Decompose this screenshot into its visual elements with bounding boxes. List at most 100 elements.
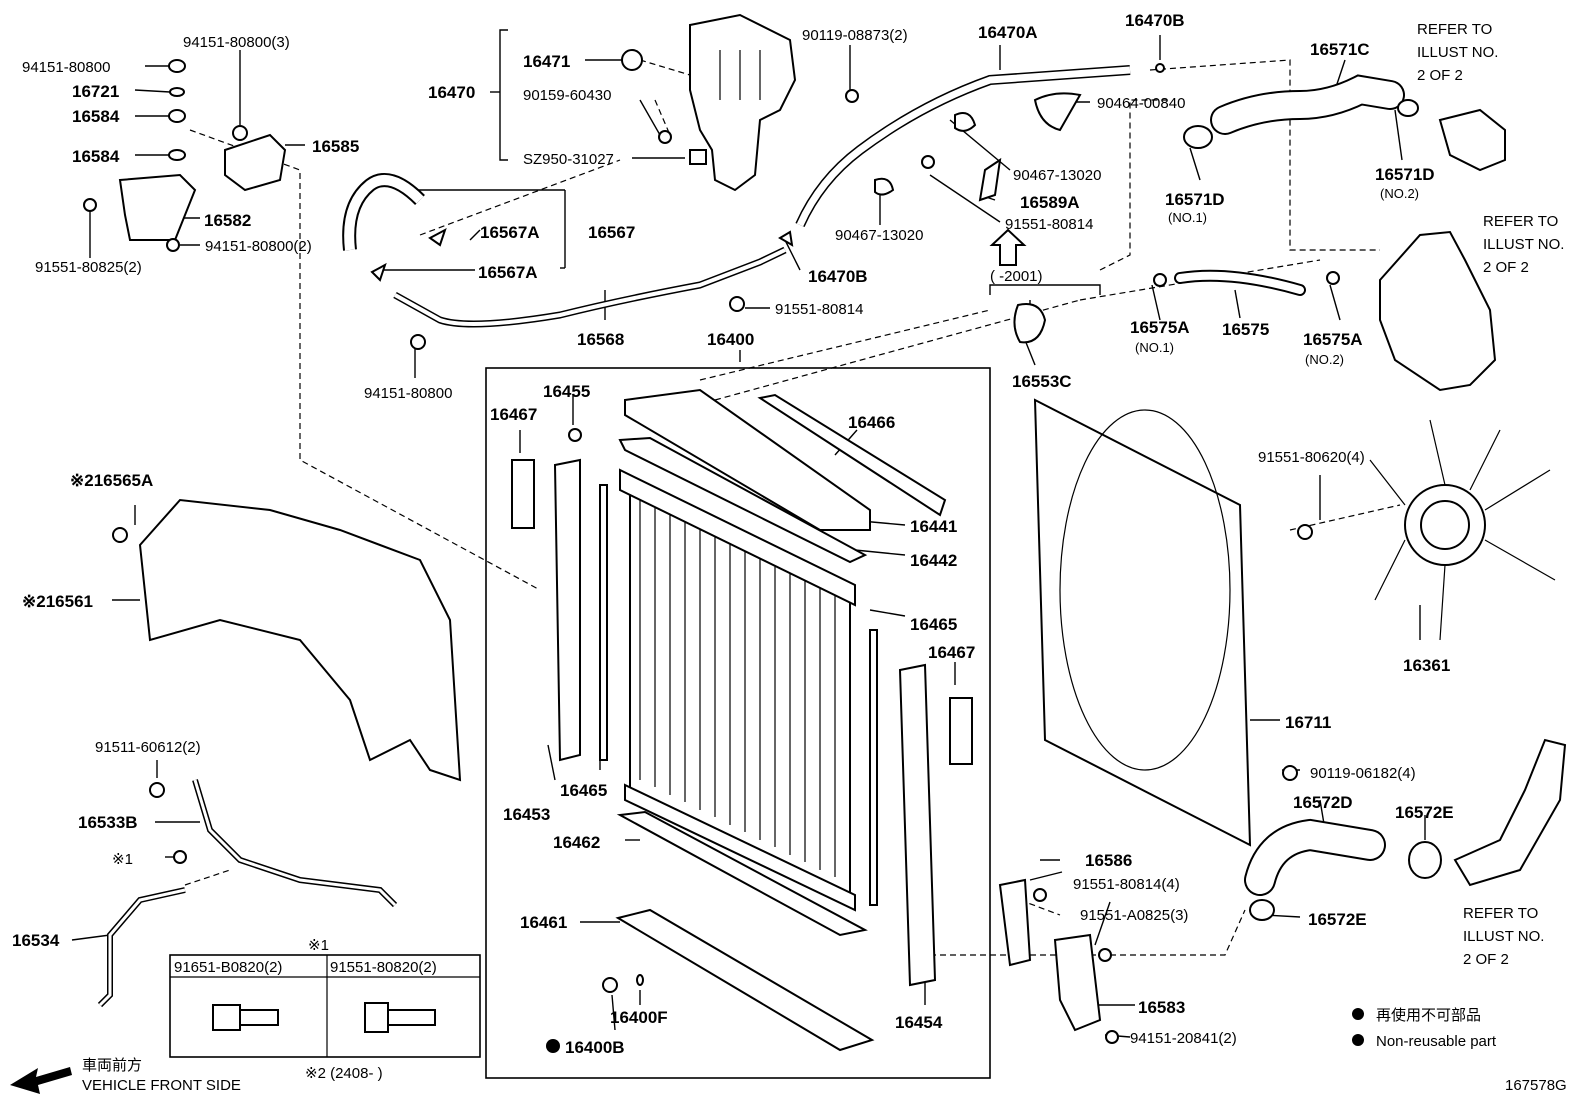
label-91511-60612-2: 91511-60612(2) bbox=[95, 739, 201, 756]
label-16711: 16711 bbox=[1285, 713, 1331, 732]
label-16565A: ※216565A bbox=[70, 471, 153, 490]
bracket-16586 bbox=[998, 878, 1032, 967]
label-mark1-table: ※1 bbox=[308, 937, 329, 954]
label-16584-b: 16584 bbox=[72, 147, 120, 166]
label-16465-a: 16465 bbox=[910, 615, 957, 634]
fan-16361 bbox=[1369, 419, 1556, 641]
refer-note-c: REFER TO ILLUST NO. 2 OF 2 bbox=[1463, 905, 1544, 968]
pipe-16568 bbox=[393, 246, 787, 328]
label-16575A-no1: 16575A bbox=[1130, 318, 1190, 337]
clip-16567A-b bbox=[370, 262, 387, 282]
label-16467-b: 16467 bbox=[928, 643, 975, 662]
label-90159-60430: 90159-60430 bbox=[523, 87, 611, 104]
nut-94151-80800-b bbox=[410, 334, 426, 350]
water-pump-housing bbox=[1379, 230, 1497, 392]
flange-bolt-icon bbox=[212, 1004, 279, 1031]
clamp-16572E-b bbox=[1249, 899, 1275, 921]
bracket-16533B bbox=[192, 779, 398, 908]
radiator-core-16400 bbox=[619, 468, 856, 912]
label-91551-80814-b: 91551-80814 bbox=[775, 301, 863, 318]
label-16561: ※216561 bbox=[22, 592, 93, 611]
refer-c-line3: 2 OF 2 bbox=[1463, 951, 1509, 968]
label-16589A: 16589A bbox=[1020, 193, 1080, 212]
nut-94151-80800 bbox=[166, 238, 180, 252]
label-16585: 16585 bbox=[312, 137, 359, 156]
diagram-id: 167578G bbox=[1505, 1077, 1567, 1094]
label-16470A: 16470A bbox=[978, 23, 1038, 42]
bolt-91551-80825 bbox=[83, 198, 97, 212]
gasket-16442 bbox=[618, 436, 868, 564]
label-16575: 16575 bbox=[1222, 320, 1269, 339]
refer-a-line1: REFER TO bbox=[1417, 21, 1492, 38]
refer-b-line3: 2 OF 2 bbox=[1483, 259, 1529, 276]
legend-jp: 再使用不可部品 bbox=[1376, 1007, 1481, 1024]
bracket-16582 bbox=[118, 173, 197, 241]
refer-b-line1: REFER TO bbox=[1483, 213, 1558, 230]
label-16572E-b: 16572E bbox=[1308, 910, 1367, 929]
label-94151-80800-2: 94151-80800(2) bbox=[205, 238, 312, 255]
bolt-90119-06182 bbox=[1282, 765, 1298, 781]
bracket-16534 bbox=[97, 887, 186, 1008]
oring-16400F bbox=[636, 974, 644, 986]
label-90119-08873-2: 90119-08873(2) bbox=[802, 27, 908, 44]
clamp-90467-13020-b bbox=[874, 177, 895, 196]
clamp-16575A-no2 bbox=[1326, 271, 1340, 285]
label-16453: 16453 bbox=[503, 805, 550, 824]
clamp-16470B-top bbox=[1155, 63, 1165, 73]
bolt-91551-80620 bbox=[1297, 524, 1313, 540]
label-16400B: 16400B bbox=[565, 1038, 625, 1057]
label-16575A-no1-sub: (NO.1) bbox=[1135, 340, 1174, 355]
shroud-opening bbox=[1059, 409, 1231, 771]
clamp-16572E-a bbox=[1408, 841, 1442, 879]
refer-c-line1: REFER TO bbox=[1463, 905, 1538, 922]
non-reusable-bullet bbox=[546, 1039, 560, 1053]
label-16582: 16582 bbox=[204, 211, 251, 230]
clamp-16553C bbox=[1013, 303, 1047, 344]
label-mark2-note: ※2 (2408- ) bbox=[305, 1065, 383, 1082]
label-16462: 16462 bbox=[553, 833, 600, 852]
refer-a-line3: 2 OF 2 bbox=[1417, 67, 1463, 84]
label-16571D-no1: 16571D bbox=[1165, 190, 1225, 209]
seal-16465-b bbox=[869, 629, 878, 906]
label-16455: 16455 bbox=[543, 382, 590, 401]
label-16568: 16568 bbox=[577, 330, 624, 349]
nut-94151-20841 bbox=[1105, 1030, 1119, 1044]
label-16470B-top: 16470B bbox=[1125, 11, 1185, 30]
label-16567A-b: 16567A bbox=[478, 263, 538, 282]
clip-SZ950-31027 bbox=[689, 149, 707, 165]
label-16575A-no2: 16575A bbox=[1303, 330, 1363, 349]
label-16571D-no2-sub: (NO.2) bbox=[1380, 186, 1419, 201]
water-outlet bbox=[1438, 108, 1506, 172]
radiator-assembly-box bbox=[485, 367, 991, 1079]
label-16567: 16567 bbox=[588, 223, 635, 242]
fan-shroud-16711 bbox=[1033, 398, 1252, 847]
gasket-16462 bbox=[616, 810, 868, 937]
label-16572E-a: 16572E bbox=[1395, 803, 1454, 822]
label-16584-a: 16584 bbox=[72, 107, 120, 126]
refer-note-b: REFER TO ILLUST NO. 2 OF 2 bbox=[1483, 213, 1564, 276]
label-91551-80814-a: 91551-80814 bbox=[1005, 216, 1093, 233]
clip-16567A-a bbox=[428, 227, 447, 247]
label-16470: 16470 bbox=[428, 83, 475, 102]
front-arrow-icon bbox=[10, 1067, 72, 1094]
label-16553C: 16553C bbox=[1012, 372, 1072, 391]
table-col1: 91651-B0820(2) bbox=[174, 959, 282, 976]
label-16571D-no1-sub: (NO.1) bbox=[1168, 210, 1207, 225]
clamp-16575A-no1 bbox=[1153, 273, 1167, 287]
fastener-table bbox=[169, 954, 481, 1058]
label-2001: ( -2001) bbox=[990, 268, 1043, 285]
label-90119-06182-4: 90119-06182(4) bbox=[1310, 765, 1416, 782]
bolt-91551-80814-4 bbox=[1033, 888, 1047, 902]
label-94151-80800-b: 94151-80800 bbox=[364, 385, 452, 402]
reservoir-tank-16470 bbox=[689, 13, 797, 192]
label-16534: 16534 bbox=[12, 931, 60, 950]
part-labels: 94151-80800(3) 94151-80800 16721 16584 1… bbox=[12, 11, 1454, 1082]
label-16441: 16441 bbox=[910, 517, 957, 536]
refer-note-a: REFER TO ILLUST NO. 2 OF 2 bbox=[1417, 21, 1498, 84]
label-94151-80800-3: 94151-80800(3) bbox=[183, 34, 290, 51]
label-16575A-no2-sub: (NO.2) bbox=[1305, 352, 1344, 367]
bolt-90159-60430 bbox=[658, 130, 672, 144]
refer-c-line2: ILLUST NO. bbox=[1463, 928, 1544, 945]
refer-b-line2: ILLUST NO. bbox=[1483, 236, 1564, 253]
